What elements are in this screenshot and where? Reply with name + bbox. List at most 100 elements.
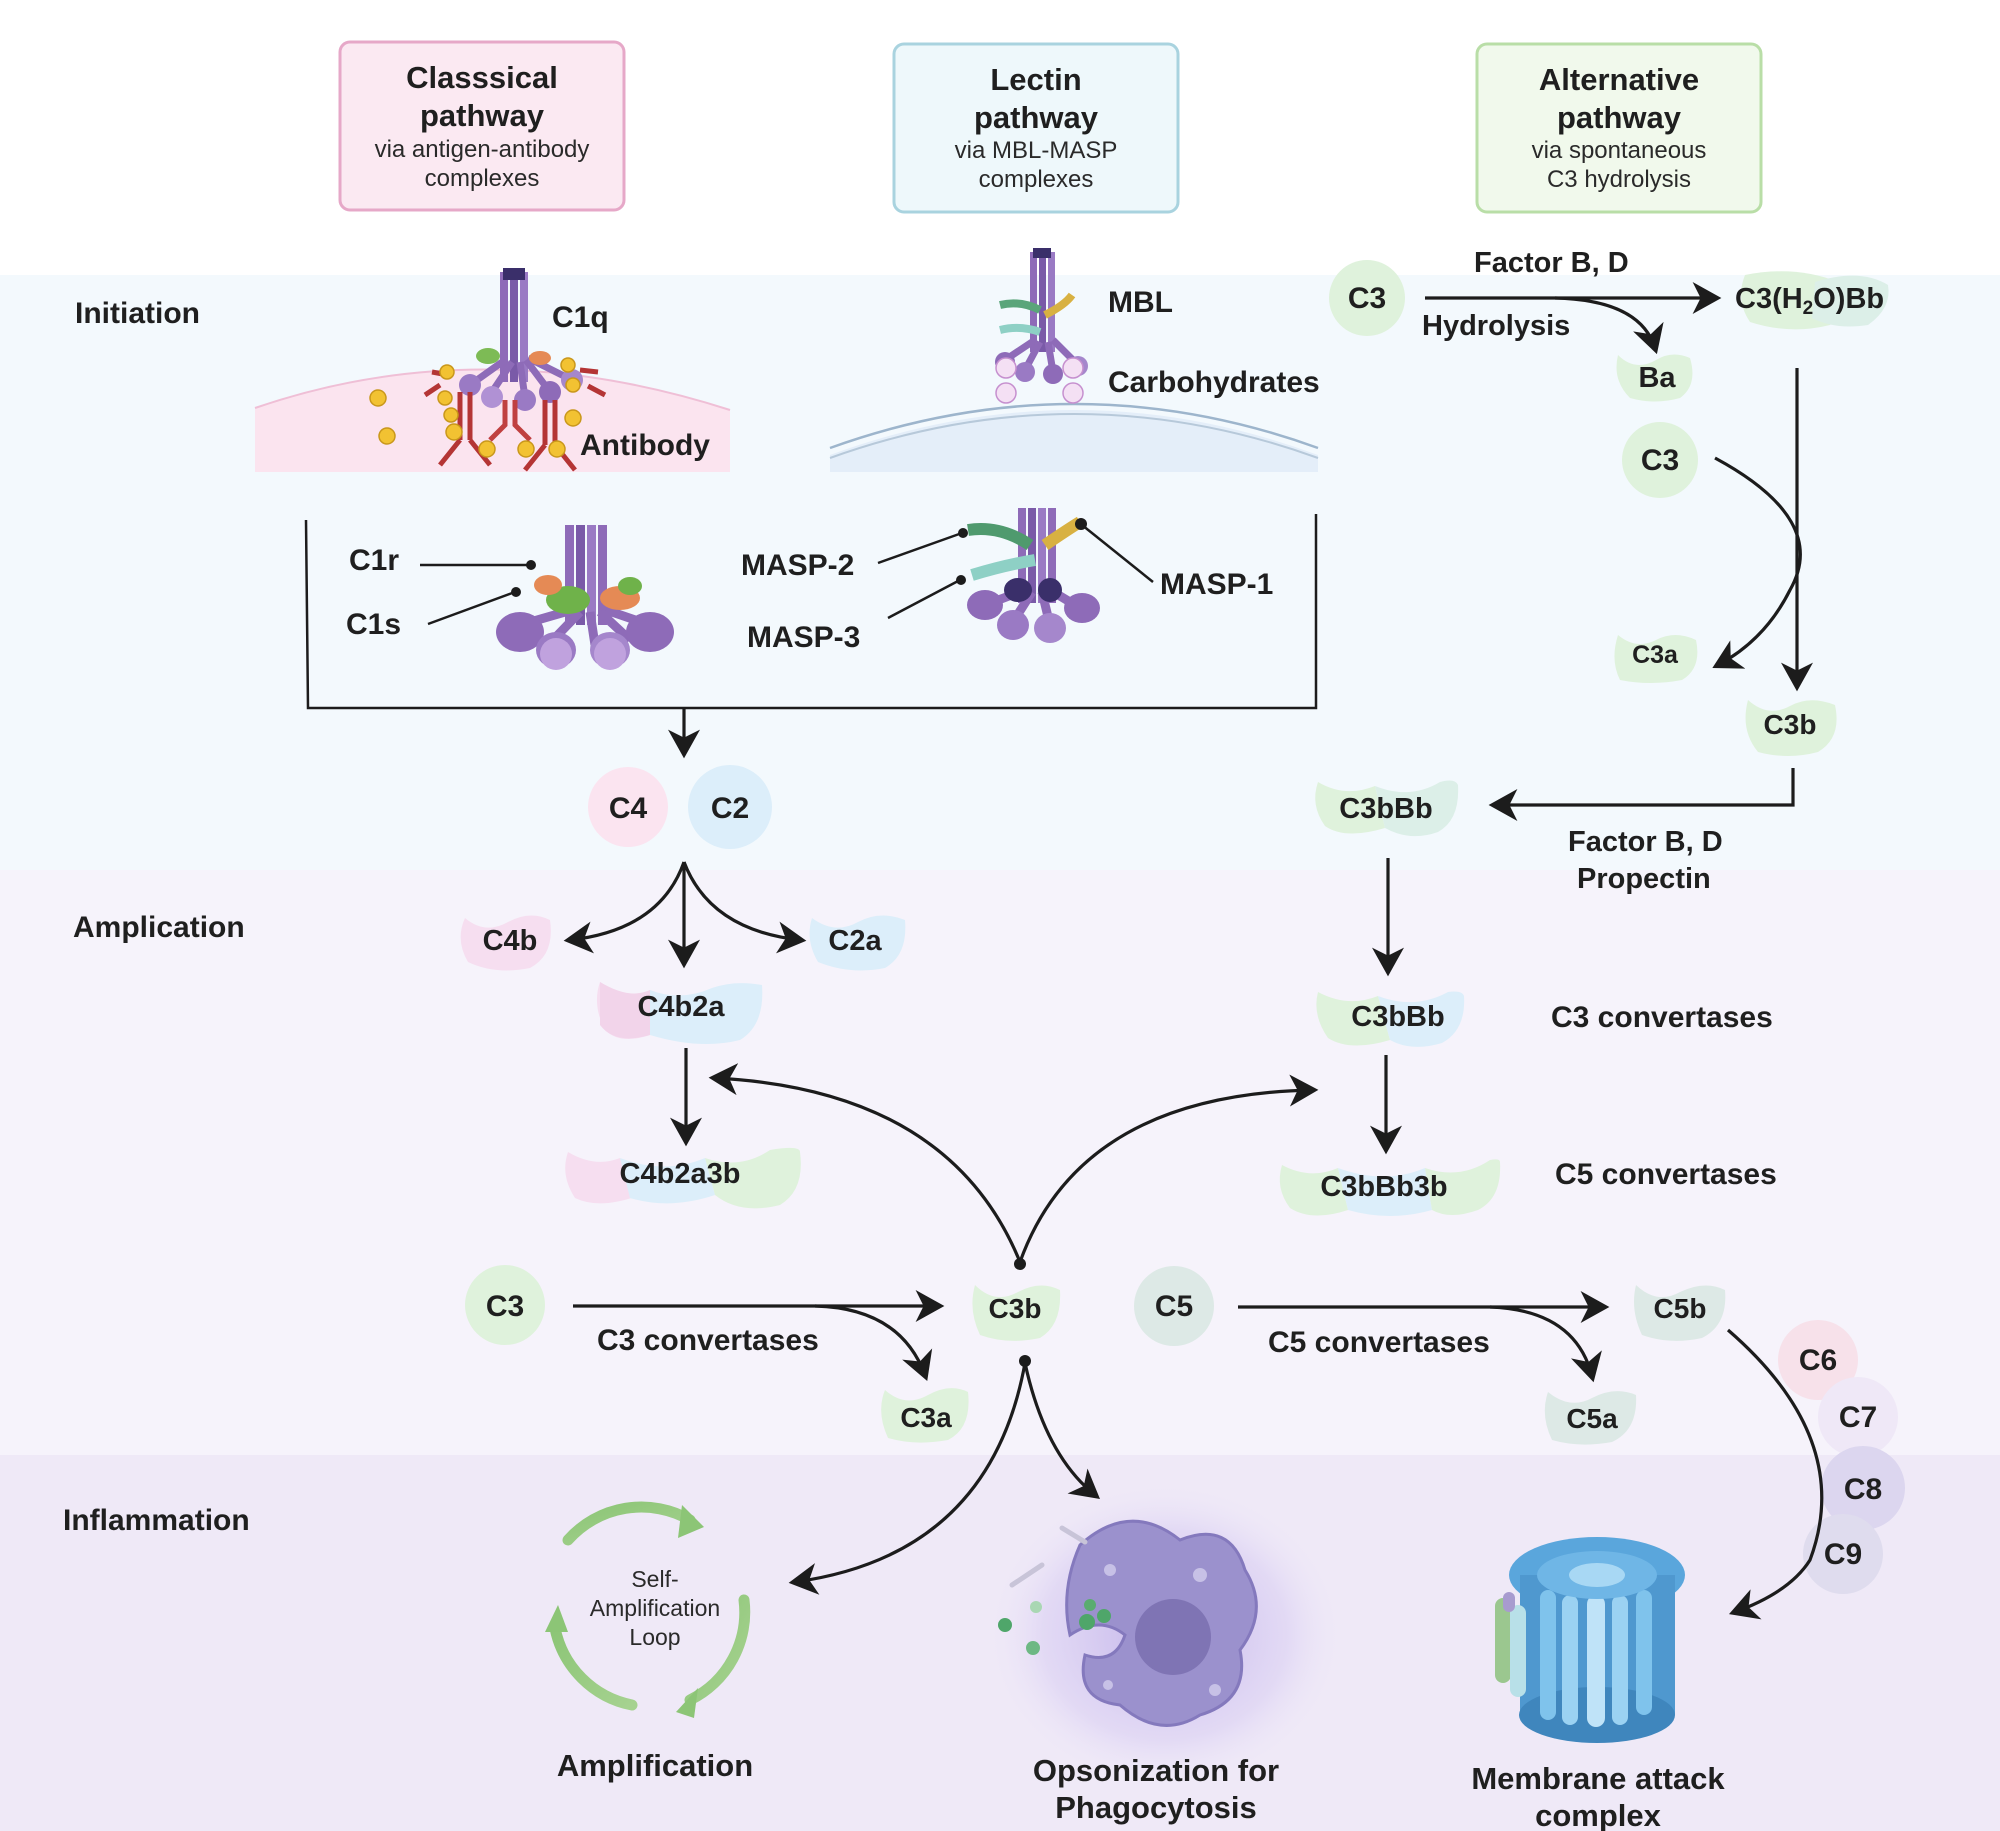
c3a-lower-fragment: C3a — [881, 1388, 969, 1443]
svg-text:C5a: C5a — [1566, 1403, 1618, 1434]
masp1-pointer — [1081, 524, 1154, 583]
svg-text:C4b2a: C4b2a — [637, 991, 725, 1023]
c5-molecule: C5 — [1134, 1266, 1214, 1346]
mbl-masp-complex-icon — [967, 508, 1100, 643]
c1s-pointer — [427, 590, 516, 626]
arrow-c5b-to-mac — [1726, 1328, 1824, 1620]
alternative-subtitle-line2: C3 hydrolysis — [1547, 166, 1691, 193]
ba-fragment: Ba — [1616, 354, 1693, 402]
label-c1r: C1r — [349, 544, 399, 577]
lectin-pathway-box: Lectin pathway via MBL-MASP complexes — [892, 42, 1180, 214]
svg-text:C3bBb: C3bBb — [1339, 793, 1432, 825]
label-mbl: MBL — [1108, 286, 1173, 319]
svg-text:C3bBb: C3bBb — [1351, 1001, 1444, 1033]
c9-molecule: C9 — [1803, 1514, 1883, 1594]
loop-label-line1: Self- — [631, 1566, 678, 1592]
masp3-pointer — [887, 578, 961, 620]
lectin-subtitle-line2: complexes — [979, 166, 1094, 193]
label-masp1: MASP-1 — [1160, 568, 1273, 601]
alternative-pathway-box: Alternative pathway via spontaneous C3 h… — [1475, 42, 1763, 214]
arrow-c3b-to-c3bbb3b-feedback — [1018, 1074, 1319, 1263]
svg-text:C3a: C3a — [900, 1402, 952, 1433]
alternative-title-line1: Alternative — [1539, 62, 1699, 97]
label-c3-convertases-lower: C3 convertases — [597, 1324, 819, 1357]
phase-amplication: Amplication — [73, 911, 245, 944]
loop-label-line3: Loop — [629, 1624, 680, 1650]
svg-text:Ba: Ba — [1638, 362, 1676, 394]
label-c3-convertases-right: C3 convertases — [1551, 1001, 1773, 1034]
label-c1s: C1s — [346, 608, 401, 641]
arrow-to-ba — [1554, 296, 1664, 355]
svg-text:C6: C6 — [1799, 1344, 1837, 1377]
svg-text:C4: C4 — [609, 792, 648, 825]
arrow-c5-to-c5a — [1489, 1305, 1602, 1383]
arrow-c3b-to-amplification — [788, 1362, 1027, 1595]
c3bbb-top-complex: C3bBb — [1315, 780, 1459, 837]
svg-text:C4b2a3b: C4b2a3b — [620, 1158, 741, 1190]
label-factor-bd-top: Factor B, D — [1474, 247, 1629, 279]
svg-text:C3a: C3a — [1632, 641, 1679, 669]
masp2-pointer — [877, 531, 963, 565]
lectin-subtitle-line1: via MBL-MASP — [955, 137, 1118, 164]
classical-subtitle-line1: via antigen-antibody — [375, 136, 590, 163]
label-masp2: MASP-2 — [741, 549, 854, 582]
svg-text:C3b: C3b — [1764, 709, 1817, 740]
phase-inflammation: Inflammation — [63, 1504, 250, 1537]
label-carbohydrates: Carbohydrates — [1108, 366, 1320, 399]
amplication-band — [0, 870, 2000, 1455]
c3a-fragment-alt: C3a — [1614, 635, 1698, 683]
alternative-subtitle-line1: via spontaneous — [1532, 137, 1707, 164]
c3bbb-complex: C3bBb — [1316, 991, 1465, 1047]
mbl-icon — [995, 248, 1088, 404]
classical-title-line1: Classsical — [406, 60, 558, 95]
c7-molecule: C7 — [1818, 1377, 1898, 1457]
svg-text:C2a: C2a — [828, 925, 882, 957]
c4-molecule: C4 — [588, 767, 668, 847]
outcome-mac-line2: complex — [1535, 1798, 1662, 1831]
classical-subtitle-line2: complexes — [425, 165, 540, 192]
svg-text:C3: C3 — [486, 1290, 524, 1323]
c3-molecule-alt: C3 — [1329, 260, 1405, 336]
svg-text:C3bBb3b: C3bBb3b — [1320, 1171, 1447, 1203]
svg-text:C8: C8 — [1844, 1473, 1882, 1506]
outcome-opsonization-line2: Phagocytosis — [1055, 1790, 1257, 1825]
label-c5-convertases-lower: C5 convertases — [1268, 1326, 1490, 1359]
phase-initiation: Initiation — [75, 297, 200, 330]
c4b2a-complex: C4b2a — [596, 982, 763, 1044]
label-c3h2obb: C3(H2O)Bb — [1735, 283, 1884, 319]
c3b-center-fragment: C3b — [972, 1285, 1061, 1341]
c3-molecule-left: C3 — [465, 1265, 545, 1345]
svg-text:C4b: C4b — [483, 925, 538, 957]
c2a-fragment: C2a — [809, 915, 906, 971]
c4b2a3b-complex: C4b2a3b — [565, 1147, 801, 1209]
svg-text:C3: C3 — [1348, 282, 1386, 315]
lectin-title-line1: Lectin — [990, 62, 1081, 97]
self-amplification-loop-icon — [545, 1501, 751, 1718]
outcome-amplification: Amplification — [557, 1748, 753, 1783]
label-factor-bd-mid: Factor B, D — [1568, 826, 1723, 858]
arrow-c3-to-c3a-alt — [1712, 456, 1802, 669]
arrow-c3b-to-c3bbb-top — [1488, 768, 1795, 821]
label-masp3: MASP-3 — [747, 621, 860, 654]
arrow-c3b-to-c4b2a3b-feedback — [708, 1063, 1022, 1263]
svg-text:C5b: C5b — [1654, 1293, 1707, 1324]
c3b-fragment-alt: C3b — [1745, 700, 1837, 756]
c8-molecule: C8 — [1821, 1446, 1905, 1530]
svg-text:C5: C5 — [1155, 1290, 1193, 1323]
c3bbb3b-complex: C3bBb3b — [1279, 1159, 1501, 1216]
label-c5-convertases-right: C5 convertases — [1555, 1158, 1777, 1191]
label-c1q: C1q — [552, 301, 609, 334]
arrow-c3-to-c3a-lower — [814, 1304, 933, 1381]
c5b-fragment: C5b — [1634, 1285, 1726, 1341]
lectin-title-line2: pathway — [974, 100, 1099, 135]
label-propectin: Propectin — [1577, 863, 1711, 895]
svg-text:C9: C9 — [1824, 1538, 1862, 1571]
label-antibody: Antibody — [580, 429, 710, 462]
c4b-fragment: C4b — [460, 915, 551, 971]
loop-label-line2: Amplification — [590, 1595, 720, 1621]
classical-title-line2: pathway — [420, 98, 545, 133]
c5a-fragment: C5a — [1544, 1391, 1637, 1445]
c1-complex-icon — [496, 525, 674, 670]
c3h2obb-molecule: C3(H2O)Bb — [1735, 271, 1889, 330]
